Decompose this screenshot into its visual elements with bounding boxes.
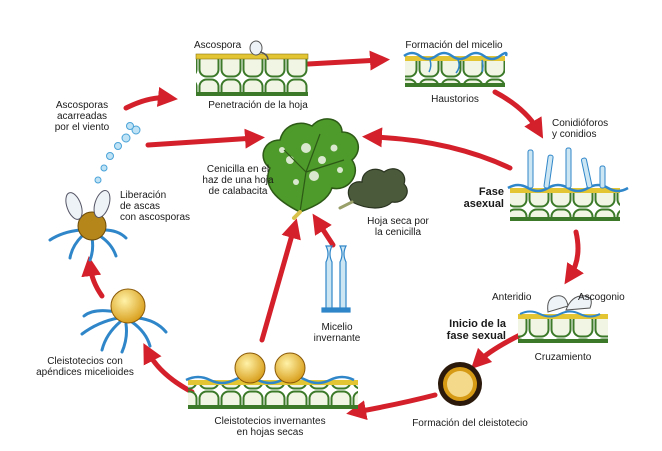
- arrow-mycelium-to-conidiophores: [492, 89, 544, 139]
- arrow-penetration-to-mycelium: [305, 50, 390, 71]
- cycle-arrows: [81, 50, 584, 421]
- cleistothecium-with-appendages: [80, 288, 168, 354]
- arrow-asexual-to-leaf: [362, 127, 513, 171]
- dry-leaf: [338, 168, 408, 210]
- penetration-leaf-section: [195, 40, 309, 96]
- squash-leaf-with-mildew: [262, 118, 360, 220]
- arrow-mycelium-overwinter-to-leaf: [312, 213, 336, 248]
- label-formacion-micelio: Formación del micelio: [405, 40, 503, 51]
- label-penetracion: Penetración de la hoja: [208, 100, 308, 111]
- mycelium-formation-section: [403, 51, 508, 87]
- label-liberacion-ascas: Liberación de ascas con ascosporas: [120, 190, 191, 223]
- arrow-center-to-leaf-left: [145, 128, 265, 149]
- arrow-wind-to-penetration: [123, 86, 178, 111]
- arrow-overwintering-to-leaf: [259, 218, 301, 343]
- arrow-asexual-to-sexual: [564, 229, 584, 285]
- label-ascosporas-viento: Ascosporas acarreadas por el viento: [54, 100, 110, 133]
- label-cleistotecios-invernantes: Cleistotecios invernantes en hojas secas: [214, 416, 326, 438]
- arrow-sexual-to-cleistothecium: [470, 332, 523, 370]
- wind-ascospores: [94, 122, 141, 184]
- label-cenicilla-haz: Cenicilla en el haz de una hoja de calab…: [202, 164, 274, 197]
- cleistothecium-cross-section: [438, 362, 482, 406]
- label-fase-asexual: Fase asexual: [463, 186, 504, 210]
- asexual-phase-section: [507, 147, 629, 221]
- arrow-appendages-to-release: [81, 256, 105, 299]
- sexual-phase-section: [518, 295, 608, 343]
- label-formacion-cleistotecio: Formación del cleistotecio: [412, 418, 528, 429]
- label-cruzamiento: Cruzamiento: [534, 352, 592, 363]
- label-ascogonio: Ascogonio: [578, 292, 625, 303]
- label-inicio-fase-sexual: Inicio de la fase sexual: [446, 318, 506, 342]
- arrow-overwintering-to-appendages: [143, 343, 195, 395]
- label-micelio-invernante: Micelio invernante: [313, 322, 361, 344]
- label-hoja-seca: Hoja seca por la cenicilla: [367, 216, 429, 238]
- label-haustorios: Haustorios: [431, 94, 479, 105]
- label-ascospora: Ascospora: [194, 40, 242, 51]
- label-anteridio: Anteridio: [492, 292, 532, 303]
- label-cleistotecios-apendices: Cleistotecios con apéndices micelioides: [36, 356, 134, 378]
- overwintering-mycelium: [321, 245, 351, 313]
- label-conidioforos: Conidióforos y conidios: [552, 118, 609, 140]
- overwintering-leaf-section: [185, 352, 358, 409]
- ascus-release: [48, 190, 128, 262]
- arrow-formation-to-overwintering: [346, 392, 438, 421]
